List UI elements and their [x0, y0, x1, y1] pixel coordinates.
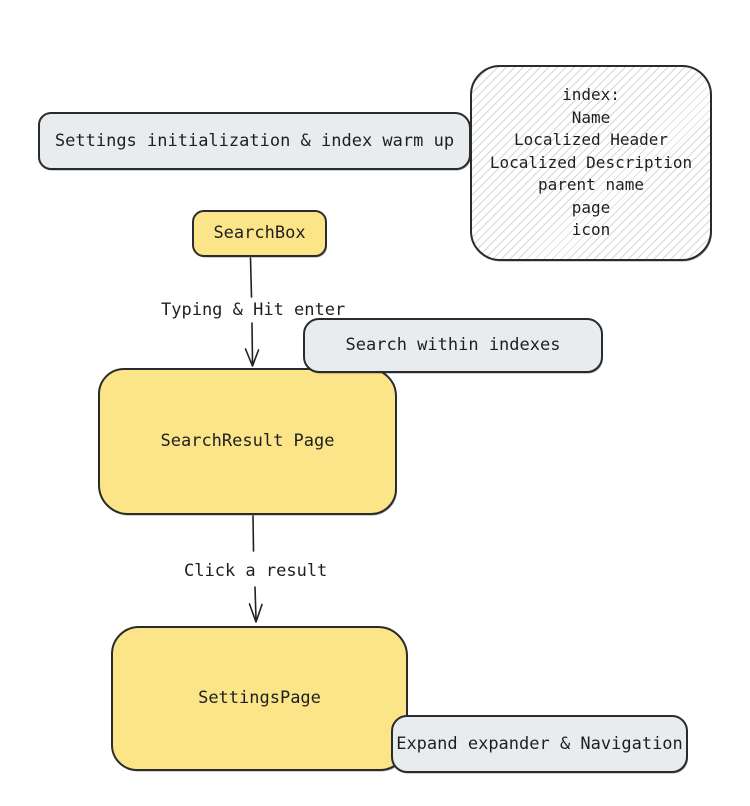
search-within-indexes-label: Search within indexes [345, 335, 561, 355]
search-within-indexes-node: Search within indexes [303, 318, 603, 373]
settingspage-node: SettingsPage [111, 626, 408, 771]
index-note-line: icon [571, 220, 611, 240]
searchbox-label: SearchBox [213, 223, 306, 243]
typing-hit-enter-edge-label: Typing & Hit enter [161, 300, 346, 320]
settingspage-label: SettingsPage [198, 688, 321, 708]
searchresult-page-label: SearchResult Page [160, 431, 335, 451]
index-note-line: page [571, 197, 611, 217]
index-note-line: index: [562, 85, 620, 105]
searchresult-page-node: SearchResult Page [98, 368, 397, 515]
searchbox-node: SearchBox [192, 210, 327, 257]
settings-initialization-node: Settings initialization & index warm up [38, 112, 471, 170]
settings-initialization-label: Settings initialization & index warm up [54, 130, 455, 151]
expand-expander-navigation-node: Expand expander & Navigation [391, 715, 688, 773]
index-note-line: parent name [538, 175, 644, 195]
index-note-line: Localized Header [513, 130, 669, 150]
index-note-line: Name [571, 107, 611, 127]
click-a-result-edge-label: Click a result [184, 561, 328, 581]
index-fields-note: index: Name Localized Header Localized D… [470, 65, 712, 261]
index-note-line: Localized Description [489, 152, 693, 172]
expand-expander-navigation-label: Expand expander & Navigation [396, 733, 683, 754]
